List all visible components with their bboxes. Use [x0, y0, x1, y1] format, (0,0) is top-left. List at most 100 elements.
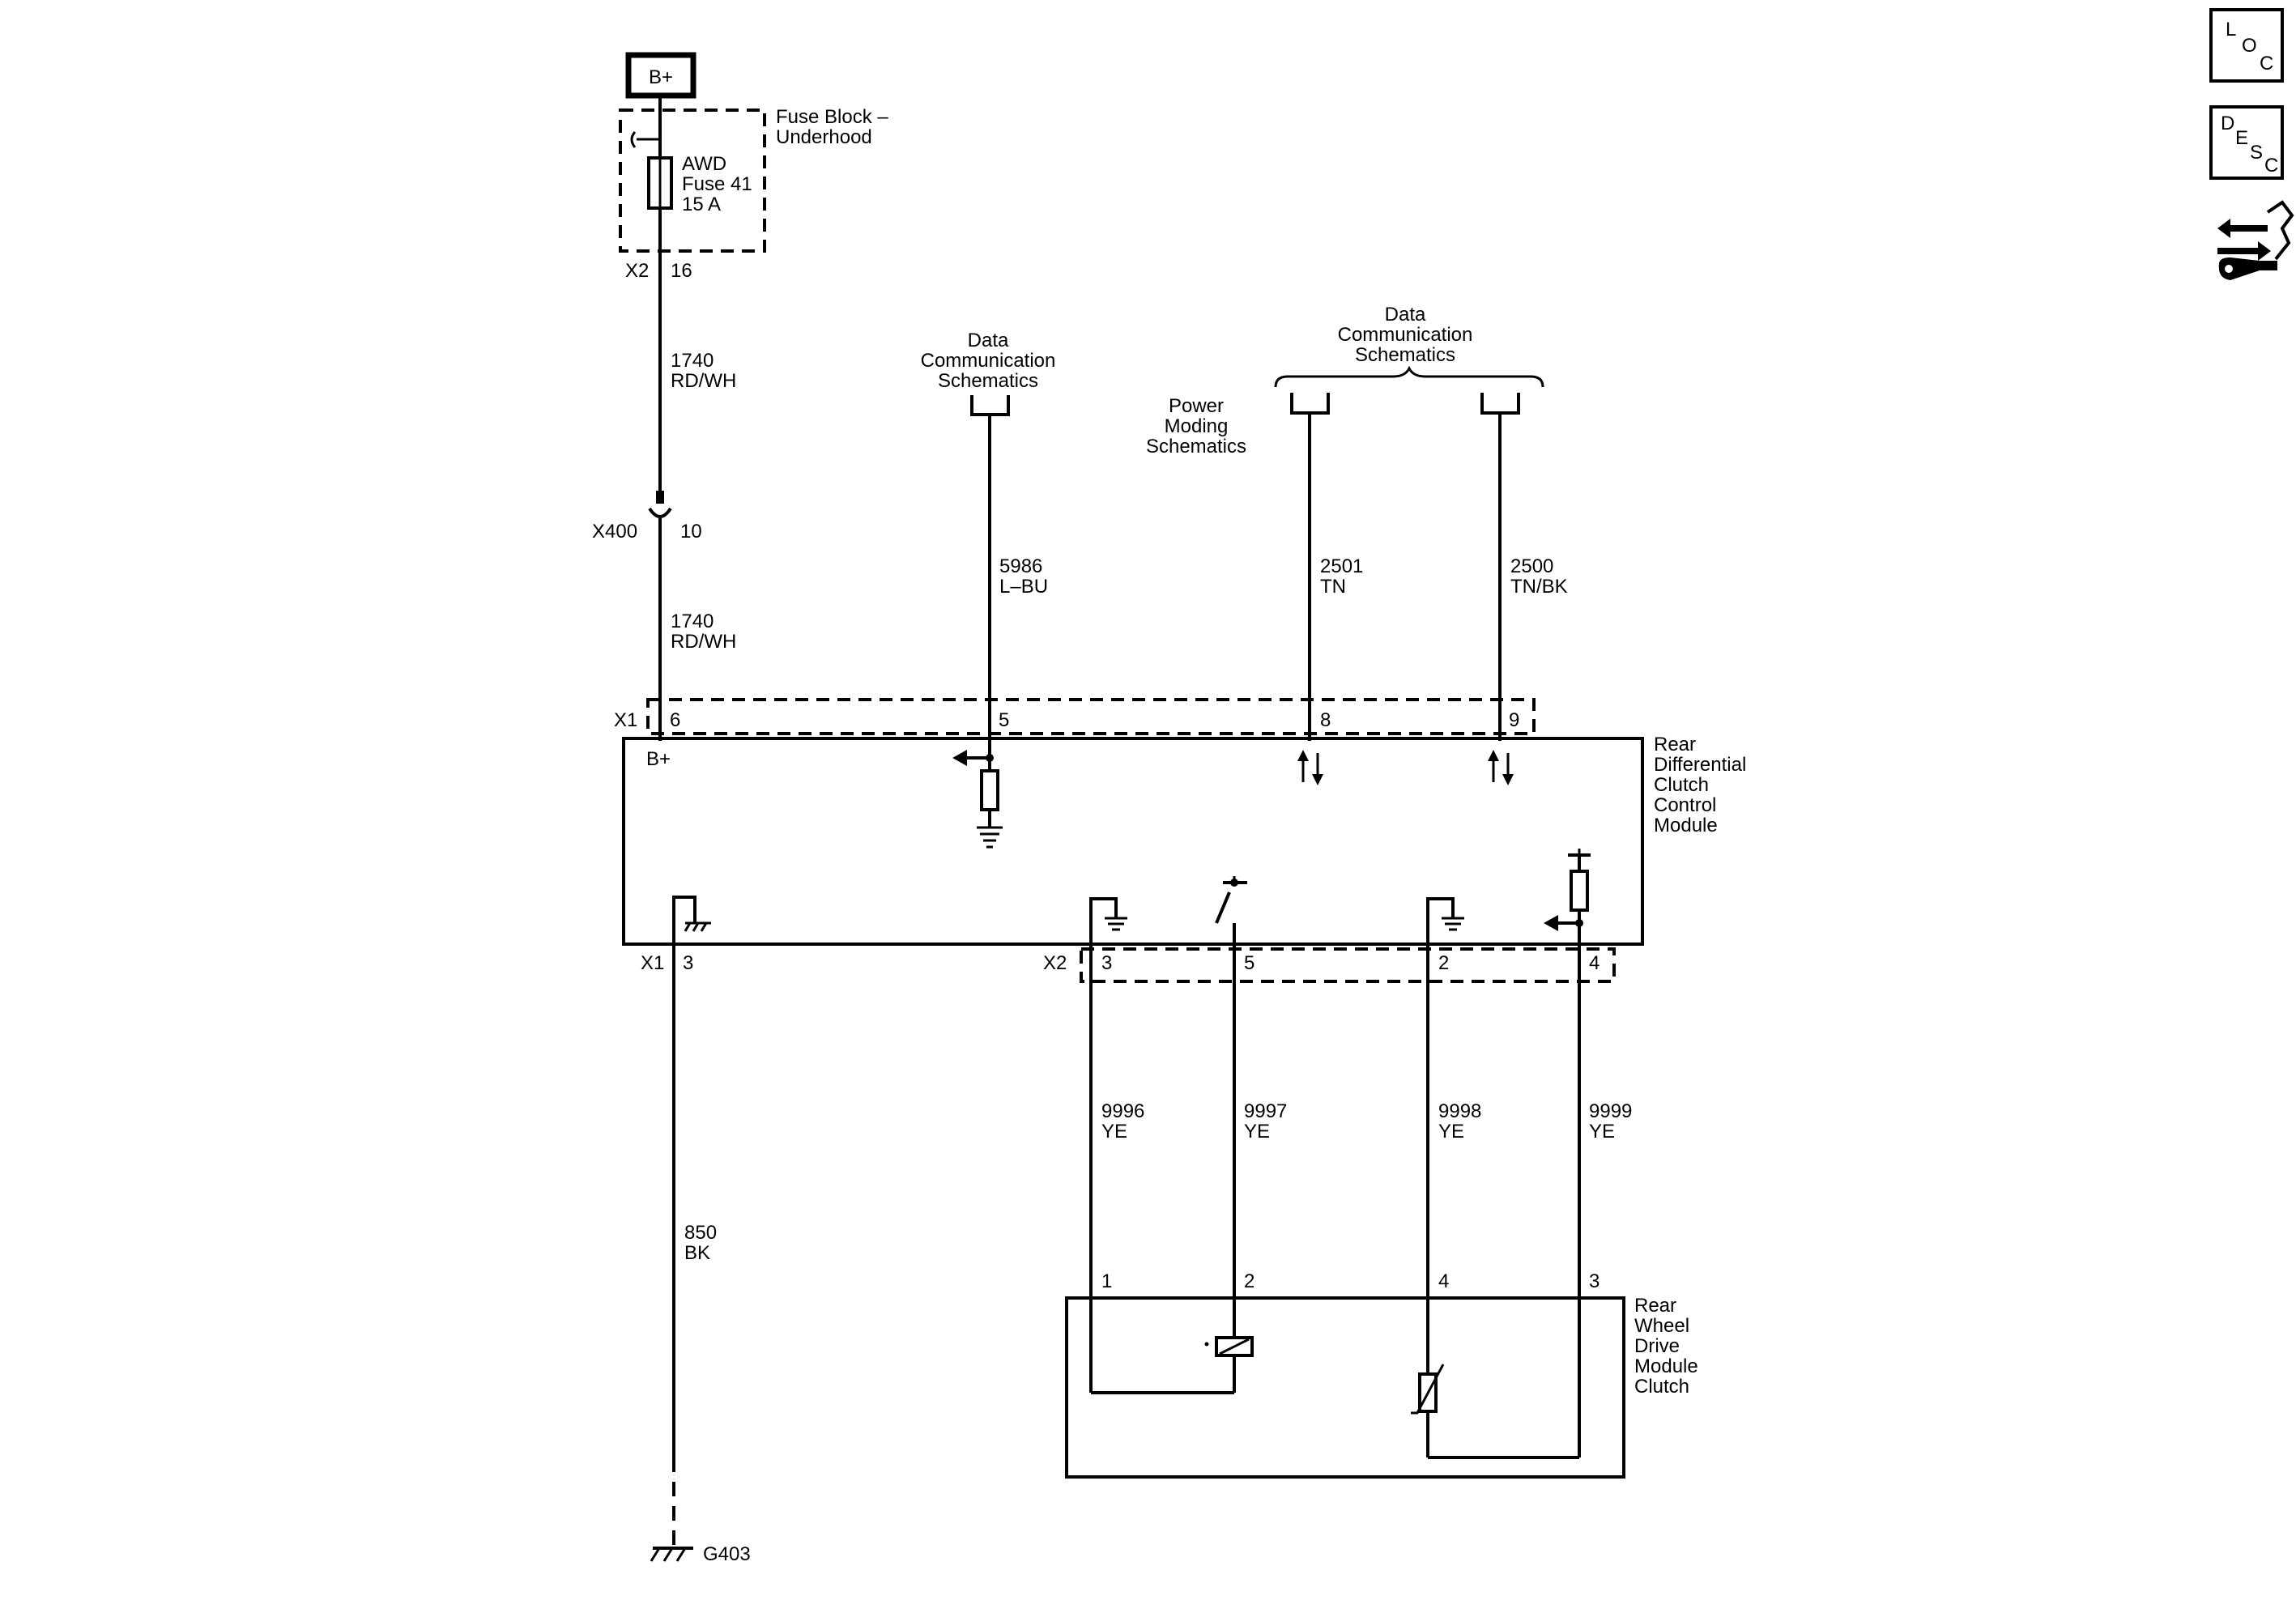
desc-letter-d: D: [2221, 113, 2234, 134]
rear-diff-label-5: Module: [1654, 815, 1718, 836]
fuse-block-label-2: Underhood: [776, 126, 872, 148]
clutch-pin-3: 3: [1589, 1270, 1600, 1292]
rear-diff-label-4: Control: [1654, 794, 1716, 816]
clutch-pin-4: 4: [1438, 1270, 1449, 1292]
wire-5986-circuit: 5986: [999, 555, 1042, 577]
data-comm-left-2: Communication: [921, 350, 1056, 372]
clutch-pin-2: 2: [1244, 1270, 1254, 1292]
wire-9996-color: YE: [1101, 1121, 1127, 1143]
module-bplus-label: B+: [646, 748, 671, 770]
chassis-ground-icon: [650, 1547, 693, 1562]
clutch-pin-1: 1: [1101, 1270, 1112, 1292]
x400-connector-name: X400: [592, 521, 637, 543]
fuse-block-label-1: Fuse Block –: [776, 106, 888, 128]
fuse-terminal-pin: 16: [671, 260, 692, 282]
fuse-label-3: 15 A: [682, 194, 721, 215]
loc-letter-o: O: [2242, 35, 2257, 57]
x1-bottom-pin-3: 3: [683, 952, 693, 974]
connector-repair-icon[interactable]: [2217, 200, 2294, 280]
rear-diff-label-2: Differential: [1654, 754, 1746, 776]
wire-2501-circuit: 2501: [1320, 555, 1363, 577]
clutch-solenoid-coil: [1091, 1336, 1254, 1394]
wire-9999-color: YE: [1589, 1121, 1615, 1143]
data-comm-left-3: Schematics: [938, 370, 1038, 392]
wire-2500-color: TN/BK: [1510, 576, 1568, 598]
bplus-source: B+: [625, 52, 696, 99]
loc-letter-l: L: [2226, 19, 2236, 40]
fuse-terminal-connector: X2: [625, 260, 649, 282]
data-comm-right-3: Schematics: [1355, 344, 1455, 366]
bplus-source-label: B+: [649, 66, 673, 88]
clutch-label-2: Wheel: [1634, 1315, 1689, 1337]
power-moding-2: Moding: [1165, 415, 1229, 437]
fuse-label-1: AWD: [682, 153, 726, 175]
data-comm-right-2: Communication: [1338, 324, 1473, 346]
wire-9997-circuit: 9997: [1244, 1100, 1287, 1122]
x2-pin-3: 3: [1101, 952, 1112, 974]
ground-g403-label: G403: [703, 1543, 751, 1565]
clutch-label-3: Drive: [1634, 1335, 1680, 1357]
x2-pin-2: 2: [1438, 952, 1449, 974]
power-moding-arrow: [1290, 393, 1330, 415]
wire-850-color: BK: [684, 1242, 710, 1264]
data-comm-right-1: Data: [1385, 304, 1426, 326]
wire-9999-circuit: 9999: [1589, 1100, 1632, 1122]
clutch-label-4: Module: [1634, 1355, 1698, 1377]
x1-pin-5: 5: [999, 709, 1009, 731]
x2-pin4-internal-circuit: [1544, 849, 1591, 944]
x2-bottom-connector: X2: [1043, 952, 1067, 974]
wire-2501-color: TN: [1320, 576, 1346, 598]
x2-pin-5: 5: [1244, 952, 1254, 974]
wire-9998-circuit: 9998: [1438, 1100, 1481, 1122]
desc-button[interactable]: D E S C: [2209, 105, 2284, 180]
rear-diff-label-3: Clutch: [1654, 774, 1709, 796]
clutch-thermistor: [1411, 1364, 1579, 1459]
wire-9996-circuit: 9996: [1101, 1100, 1144, 1122]
wire-1740-lower-circuit: 1740: [671, 611, 714, 632]
rear-diff-module-box: [622, 737, 1644, 946]
x1-pin-9: 9: [1509, 709, 1519, 731]
desc-letter-s: S: [2250, 142, 2263, 164]
wire-9998-color: YE: [1438, 1121, 1464, 1143]
power-moding-3: Schematics: [1146, 436, 1246, 457]
x1-pin3-internal-ground: [672, 896, 711, 944]
loc-button[interactable]: L O C: [2209, 8, 2284, 83]
x2-bottom-connector-outline: [1080, 947, 1616, 983]
x400-connector-pin: 10: [680, 521, 702, 543]
wire-1740-lower-color: RD/WH: [671, 631, 736, 653]
x2-pin3-internal-ground: [1089, 897, 1127, 944]
power-moding-1: Power: [1169, 395, 1224, 417]
pin5-internal-circuit: [952, 738, 1003, 849]
clutch-label-1: Rear: [1634, 1295, 1676, 1317]
loc-letter-c: C: [2260, 53, 2273, 74]
data-comm-right-arrow: [1480, 393, 1520, 415]
desc-letter-e: E: [2235, 127, 2248, 149]
x1-pin-8: 8: [1320, 709, 1331, 731]
clutch-module-box: [1065, 1296, 1625, 1479]
data-comm-left-arrow: [970, 395, 1010, 416]
desc-letter-c: C: [2264, 155, 2278, 177]
data-comm-bracket: [1274, 365, 1544, 388]
fuse-symbol: [647, 156, 673, 210]
wire-2500-circuit: 2500: [1510, 555, 1553, 577]
pin8-bidirectional-arrow-icon: [1297, 750, 1323, 785]
wire-9997-color: YE: [1244, 1121, 1270, 1143]
x2-pin-4: 4: [1589, 952, 1600, 974]
x2-pin5-internal-switch: [1215, 876, 1247, 944]
x1-bottom-connector: X1: [641, 952, 664, 974]
x1-top-connector-outline: [646, 698, 1536, 735]
clutch-label-5: Clutch: [1634, 1376, 1689, 1398]
pin9-bidirectional-arrow-icon: [1488, 750, 1514, 785]
data-comm-left-1: Data: [968, 330, 1009, 351]
wire-850-circuit: 850: [684, 1222, 717, 1244]
fuse-label-2: Fuse 41: [682, 173, 752, 195]
x1-pin-6: 6: [670, 709, 680, 731]
fuse-block-outline: [619, 109, 766, 253]
x1-top-connector: X1: [614, 709, 637, 731]
rear-diff-label-1: Rear: [1654, 734, 1696, 755]
stud-symbol: [630, 131, 637, 148]
wire-5986-color: L–BU: [999, 576, 1048, 598]
wire-1740-upper-circuit: 1740: [671, 350, 714, 372]
x400-connector-symbol: [648, 491, 672, 518]
